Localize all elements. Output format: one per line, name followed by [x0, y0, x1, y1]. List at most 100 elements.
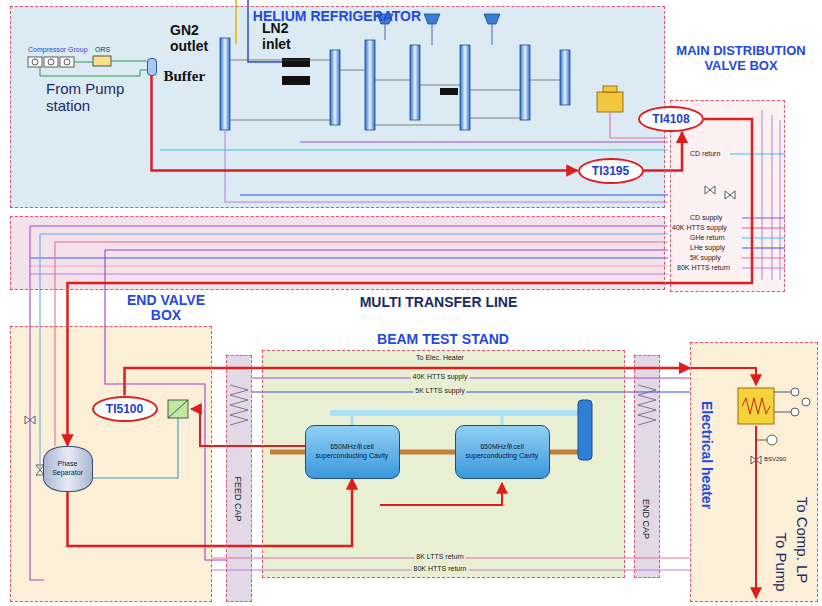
region-ground [690, 342, 818, 602]
flow-connector [68, 479, 353, 547]
cold-pipe [230, 60, 560, 90]
ln2-precooler [282, 58, 310, 67]
cavity-module: 650MHz单cell superconducting Cavity [455, 425, 550, 479]
distribution-pipe [300, 141, 668, 142]
port-label: GN2 outlet [170, 22, 218, 54]
ln2-precooler [282, 76, 310, 85]
end-valve-pipe [92, 418, 178, 478]
cap-band: FEED CAP [226, 355, 252, 602]
distribution-pipe [742, 237, 785, 238]
turbine [484, 14, 500, 24]
heat-exchanger [220, 38, 230, 130]
turbine [424, 14, 440, 24]
compressor-group [44, 57, 58, 67]
line-label: 40K HTTS supply [672, 224, 727, 232]
region-title: MULTI TRANSFER LINE [211, 295, 666, 310]
helium-dewar [578, 400, 592, 460]
compressor-group [93, 56, 111, 66]
source-note: From Pump station [46, 80, 138, 114]
bellows [230, 385, 656, 425]
distribution-pipe [160, 110, 785, 280]
distribution-pipe [742, 267, 785, 268]
cold-pipe [230, 118, 520, 125]
phase-separator: Phase Separator [43, 446, 93, 492]
line-label: 8K LTTS return [414, 553, 465, 561]
turbine [385, 24, 492, 45]
end-valve-pipe [39, 234, 40, 470]
compressor-group [48, 59, 54, 65]
transfer-line-pipe [30, 226, 668, 274]
line-label: 5K supply [690, 254, 721, 262]
region-title: MAIN DISTRIBUTION VALVE BOX [666, 43, 816, 73]
beam-stand-pipe [212, 378, 690, 570]
valve-symbol [705, 186, 715, 194]
meter-symbol [791, 408, 799, 416]
electrical-heater-symbol [738, 388, 774, 424]
cavity-label: 650MHz单cell superconducting Cavity [309, 443, 396, 459]
valve-tag: BSV290 [764, 456, 786, 463]
meter-symbol [802, 398, 810, 406]
distribution-pipe [742, 217, 785, 218]
cap-label: END CAP [641, 499, 651, 539]
region-title: HELIUM REFRIGERATOR [11, 9, 663, 24]
cavity-module: 650MHz单cell superconducting Cavity [305, 425, 400, 479]
heat-exchanger [365, 40, 375, 130]
electrical-heater-symbol [742, 398, 770, 414]
warm-pipe [40, 0, 282, 76]
heat-exchanger [560, 50, 570, 105]
line-label: 80K HTTS return [412, 565, 469, 573]
line-label: CD supply [690, 214, 722, 222]
meter-symbol [756, 392, 791, 440]
compressor-group [32, 59, 38, 65]
line-label: GHe return [690, 234, 725, 242]
heat-exchanger [460, 45, 470, 130]
cold-pipe [230, 60, 560, 125]
sensor-callout: TI5100 [92, 396, 158, 422]
heat-exchanger [168, 400, 188, 418]
heat-exchanger [520, 45, 530, 120]
sensor-tag: TI4108 [652, 112, 689, 126]
line-label: CD return [690, 150, 720, 158]
outlet-label: To Pump [773, 532, 790, 591]
return-flow [690, 368, 756, 385]
distribution-pipe [225, 130, 668, 202]
region-ground [10, 6, 818, 602]
heat-exchanger [410, 45, 420, 120]
cap-label: FEED CAP [233, 476, 243, 521]
ln2-precooler [282, 58, 458, 95]
line-label: LHe supply [690, 244, 725, 252]
line-label: 40K HTTS supply [411, 373, 470, 381]
flow-connector [152, 76, 578, 171]
region-ground [634, 355, 660, 578]
distribution-pipe [742, 247, 785, 248]
meter-symbol [756, 388, 810, 445]
transfer-line-pipe [30, 265, 668, 266]
port-label: LN2 inlet [262, 20, 307, 52]
sensor-tag: TI3195 [592, 164, 629, 178]
distribution-pipe [742, 257, 785, 258]
tank-label: Buffer [164, 68, 206, 85]
meter-symbol [791, 388, 799, 396]
beam-stand-pipe [330, 410, 585, 416]
end-valve-pipe [30, 226, 226, 580]
transfer-line-pipe [55, 241, 668, 242]
flow-connector [68, 119, 753, 446]
heat-exchanger [168, 400, 188, 418]
sensor-callout: TI3195 [578, 158, 644, 184]
transfer-line-pipe [30, 273, 668, 274]
transfer-line-band: MULTI TRANSFER LINE [10, 216, 665, 290]
distribution-pipe [762, 110, 780, 280]
valve-box-region: TI5100Phase SeparatorEND VALVE BOX [10, 326, 212, 602]
component-label: ORS [95, 46, 110, 54]
end-valve-pipe [30, 226, 44, 580]
test-stand-region: 650MHz单cell superconducting Cavity 650MHz… [262, 350, 625, 578]
compressor-group [60, 57, 74, 67]
return-flow [380, 483, 502, 505]
distribution-pipe [240, 194, 668, 195]
line-label: 5K LTTS supply [413, 387, 466, 395]
beam-stand-pipe [352, 413, 502, 425]
return-flow [755, 426, 757, 598]
transfer-line-pipe [105, 249, 668, 250]
region-ground [10, 216, 665, 290]
flow-connector [125, 368, 691, 396]
